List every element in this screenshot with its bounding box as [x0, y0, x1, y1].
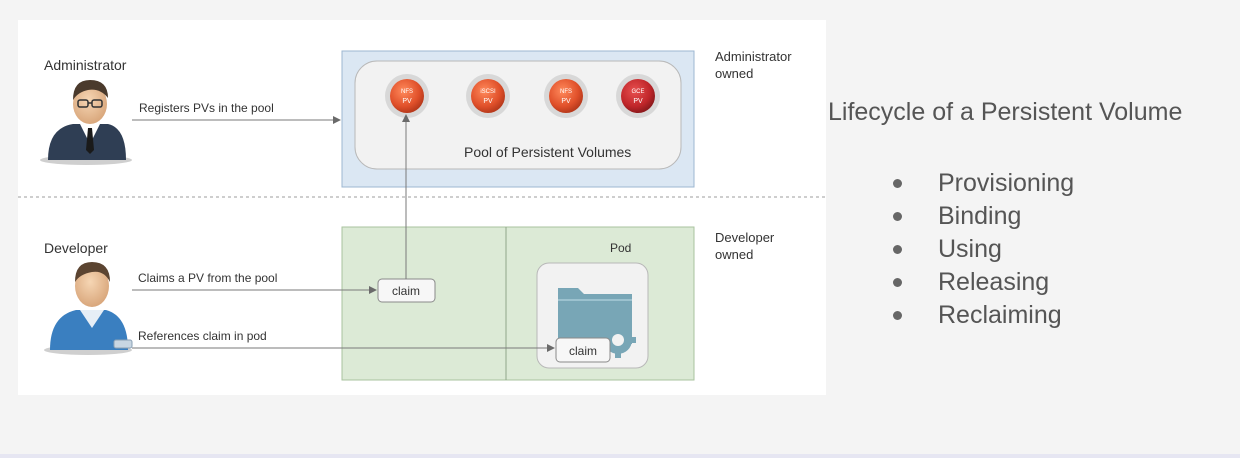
- lifecycle-item: Provisioning: [893, 167, 1074, 200]
- lifecycle-item-label: Releasing: [938, 268, 1050, 296]
- pv-type: NFS: [401, 89, 413, 95]
- admin-owned-label-line2: owned: [715, 66, 753, 81]
- claim-label: claim: [392, 284, 420, 298]
- bottom-bar: [0, 454, 1240, 458]
- pv-ball-iscsi: iSCSI PV: [466, 74, 510, 118]
- lifecycle-item-label: Using: [938, 235, 1002, 263]
- pv-sub: PV: [483, 98, 493, 105]
- pod-claim-box: [555, 337, 611, 363]
- folder-gear-icon: [558, 288, 636, 358]
- pv-type: iSCSI: [480, 89, 496, 95]
- claims-text: Claims a PV from the pool: [138, 271, 277, 285]
- lifecycle-item-label: Provisioning: [938, 169, 1075, 197]
- admin-owned-label-line1: Administrator: [715, 49, 792, 64]
- lifecycle-item-label: Reclaiming: [938, 301, 1062, 329]
- administrator-label: Administrator: [44, 57, 127, 73]
- slide-title: Lifecycle of a Persistent Volume: [828, 98, 1183, 126]
- developer-owned-label-line2: owned: [715, 247, 753, 262]
- bullet-icon: [893, 179, 902, 188]
- pv-sub: PV: [561, 98, 571, 105]
- developer-avatar-icon: [44, 262, 133, 355]
- pod-label: Pod: [610, 241, 631, 255]
- persistent-volume-diagram: NFS PV iSCSI PV NFS PV GCE PV Pool: [18, 20, 826, 395]
- developer-owned-label-line1: Developer: [715, 230, 775, 245]
- bullet-icon: [893, 278, 902, 287]
- bullet-icon: [893, 311, 902, 320]
- lifecycle-item: Using: [893, 233, 1074, 266]
- pv-type: NFS: [560, 89, 572, 95]
- developer-label: Developer: [44, 240, 108, 256]
- bullet-icon: [893, 245, 902, 254]
- pv-sub: PV: [633, 98, 643, 105]
- registers-text: Registers PVs in the pool: [139, 101, 274, 115]
- pv-ball-gce: GCE PV: [616, 74, 660, 118]
- pv-ball-nfs-1: NFS PV: [385, 74, 429, 118]
- pod-claim-label: claim: [569, 344, 597, 358]
- administrator-avatar-icon: [40, 80, 132, 165]
- pv-pool: [354, 60, 682, 170]
- lifecycle-item: Releasing: [893, 266, 1074, 299]
- pv-ball-nfs-2: NFS PV: [544, 74, 588, 118]
- lifecycle-item: Reclaiming: [893, 299, 1074, 332]
- bullet-icon: [893, 212, 902, 221]
- lifecycle-list: Provisioning Binding Using Releasing Rec…: [893, 167, 1074, 332]
- references-text: References claim in pod: [138, 329, 267, 343]
- diagram-svg: NFS PV iSCSI PV NFS PV GCE PV Pool: [18, 49, 826, 381]
- lifecycle-item: Binding: [893, 200, 1074, 233]
- lifecycle-item-label: Binding: [938, 202, 1022, 230]
- pv-type: GCE: [631, 89, 644, 95]
- pv-sub: PV: [402, 98, 412, 105]
- pool-label: Pool of Persistent Volumes: [464, 144, 631, 160]
